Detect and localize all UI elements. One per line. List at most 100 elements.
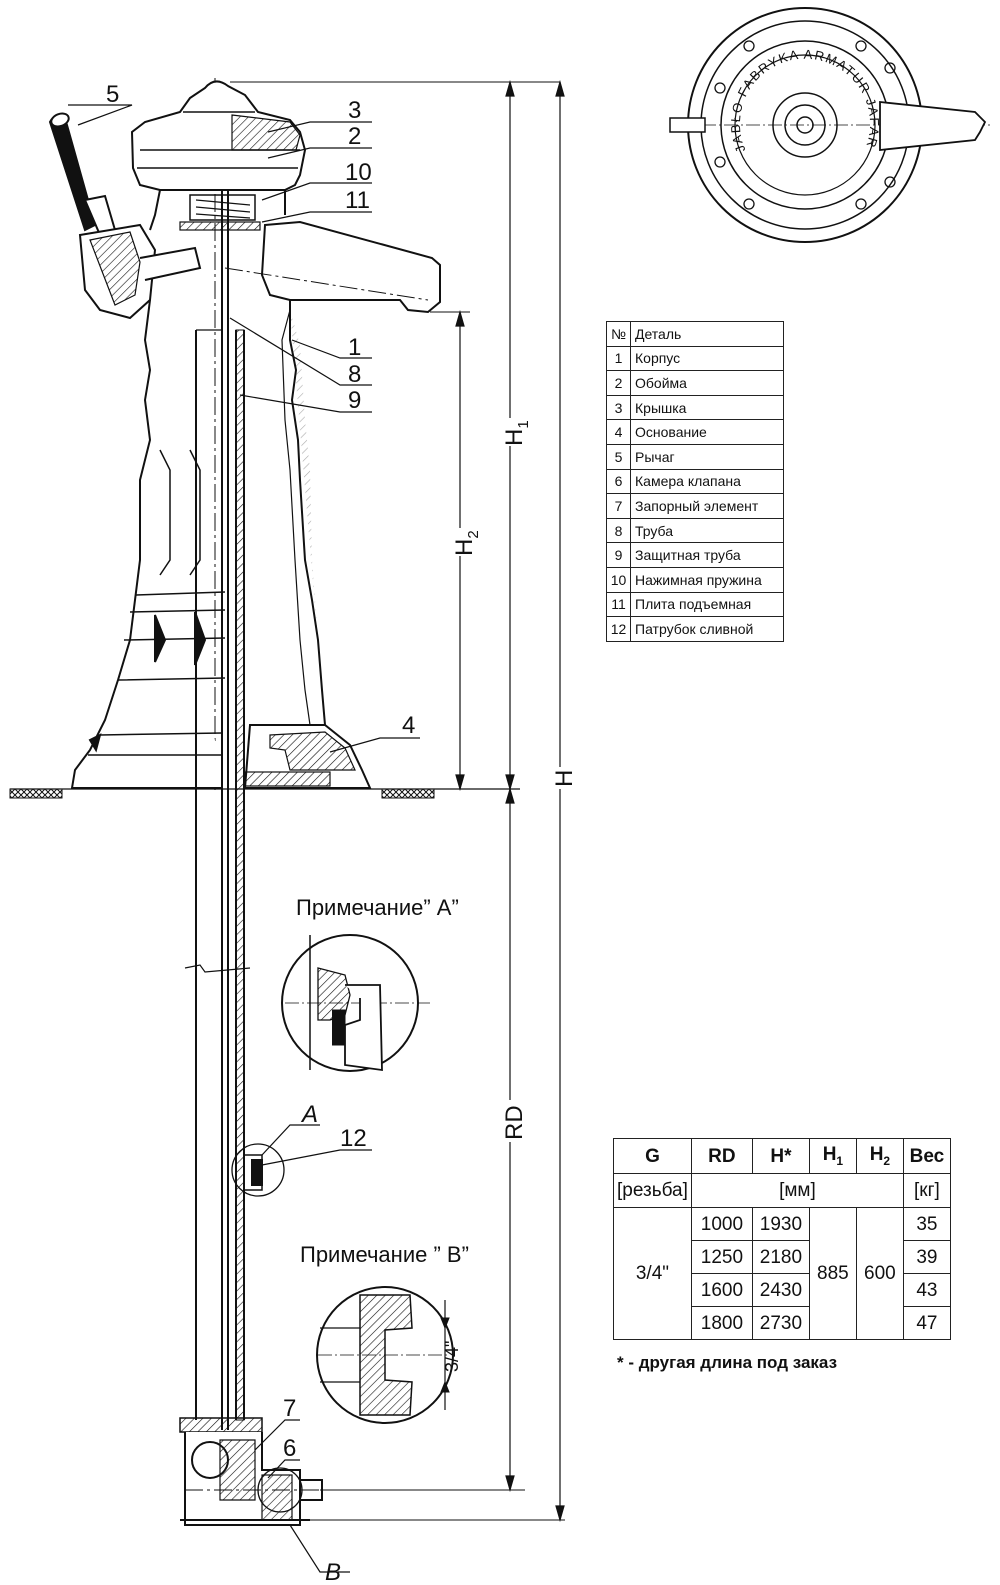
parts-row-name: Патрубок сливной [630, 616, 784, 642]
detail-a-view [281, 934, 430, 1072]
ground-line [9, 788, 520, 799]
spec-h-2: 2180 [751, 1240, 810, 1274]
spec-weight-3: 43 [902, 1273, 951, 1307]
spec-header-h1: H1 [808, 1138, 857, 1174]
spec-header-rd: RD [690, 1138, 753, 1174]
callout-numbers: 5 3 2 10 11 1 8 9 4 12 7 6 A B [106, 81, 415, 1585]
detail-mark-b: B [325, 1559, 341, 1585]
parts-row-no: 9 [606, 542, 631, 568]
parts-row-name: Крышка [630, 394, 784, 421]
spec-g-value: 3/4" [613, 1207, 692, 1340]
spec-table: G RD H* H1 H2 Вес [резьба] [мм] [кг] 3/4… [613, 1138, 951, 1340]
dimension-labels: H1 H2 H RD [448, 418, 578, 1142]
dim-thread-b: 3/4" [442, 1341, 462, 1372]
spec-rd-1: 1000 [690, 1207, 753, 1241]
callout-5: 5 [106, 81, 119, 108]
parts-row-name: Камера клапана [630, 468, 784, 495]
spec-h-1: 1930 [751, 1207, 810, 1241]
dim-h2: H2 [451, 530, 482, 556]
parts-row-no: 2 [606, 370, 631, 396]
parts-row-no: 10 [606, 566, 631, 593]
parts-row-no: 7 [606, 493, 631, 519]
dim-h1: H1 [501, 420, 532, 446]
spec-rd-2: 1250 [690, 1240, 753, 1274]
parts-row-name: Запорный элемент [630, 493, 784, 519]
parts-header-no: № [606, 321, 631, 347]
detail-mark-a: A [300, 1101, 318, 1128]
parts-header-name: Деталь [630, 321, 784, 347]
callout-leaders [68, 104, 420, 1573]
dim-h: H [551, 770, 578, 787]
note-a-title: Примечание” A” [296, 895, 459, 920]
callout-7: 7 [283, 1395, 296, 1422]
parts-row-no: 6 [606, 468, 631, 495]
parts-row-name: Обойма [630, 370, 784, 396]
spec-header-g: G [613, 1138, 692, 1174]
callout-12: 12 [340, 1125, 367, 1152]
parts-row-name: Защитная труба [630, 542, 784, 568]
detail-circle-a [231, 1143, 285, 1197]
dim-rd: RD [501, 1105, 528, 1140]
parts-row-no: 12 [606, 616, 631, 642]
callout-11: 11 [345, 187, 370, 214]
hydrant-section-view [48, 78, 441, 1526]
detail-b-view [316, 1286, 454, 1424]
spec-rd-3: 1600 [690, 1273, 753, 1307]
parts-row-no: 11 [606, 591, 631, 618]
spec-unit-g: [резьба] [613, 1173, 692, 1208]
spec-row-4: 1800 2730 47 [614, 1306, 951, 1340]
callout-9: 9 [348, 387, 361, 414]
parts-list-header: № Деталь [606, 321, 784, 347]
spec-h-4: 2730 [751, 1306, 810, 1340]
spec-unit-kg: [кг] [902, 1173, 951, 1208]
spec-header-h2: H2 [855, 1138, 904, 1174]
callout-4: 4 [402, 712, 415, 739]
spec-header-weight: Вес [902, 1138, 951, 1174]
spec-row-3: 1600 2430 43 [614, 1273, 951, 1307]
spec-unit-mm: [мм] [690, 1173, 904, 1208]
spec-weight-1: 35 [902, 1207, 951, 1241]
spec-footnote: * - другая длина под заказ [617, 1353, 838, 1372]
spec-units-row: [резьба] [мм] [кг] [613, 1173, 951, 1208]
parts-row-no: 8 [606, 517, 631, 544]
spec-header-row: G RD H* H1 H2 Вес [613, 1138, 951, 1174]
parts-row-no: 3 [606, 394, 631, 421]
detail-circle-b [257, 1467, 303, 1513]
parts-row-no: 5 [606, 443, 631, 470]
spec-rd-4: 1800 [690, 1306, 753, 1340]
parts-row-name: Нажимная пружина [630, 566, 784, 593]
note-b-title: Примечание ” B” [300, 1242, 469, 1267]
spec-h1-value: 885 [808, 1207, 857, 1340]
spec-row-1: 3/4" 1000 1930 885 600 35 [613, 1207, 951, 1340]
parts-row-no: 1 [606, 345, 631, 372]
callout-1: 1 [348, 334, 361, 361]
spec-h-3: 2430 [751, 1273, 810, 1307]
callout-10: 10 [345, 159, 372, 186]
hydrant-top-view [669, 7, 990, 243]
parts-row-name: Рычаг [630, 443, 784, 470]
parts-row-no: 4 [606, 419, 631, 445]
parts-row-name: Корпус [630, 345, 784, 372]
spec-row-2: 1250 2180 39 [614, 1240, 951, 1274]
parts-row-name: Основание [630, 419, 784, 445]
spec-header-h: H* [751, 1138, 810, 1174]
parts-row-name: Плита подъемная [630, 591, 784, 618]
cover-bolts [714, 40, 896, 210]
callout-3: 3 [348, 97, 361, 124]
spec-h2-value: 600 [855, 1207, 904, 1340]
callout-2: 2 [348, 123, 361, 150]
callout-8: 8 [348, 361, 361, 388]
